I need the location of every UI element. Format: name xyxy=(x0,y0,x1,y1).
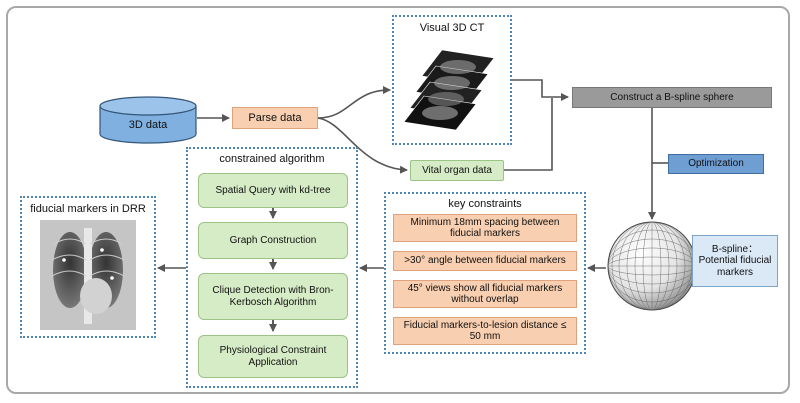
node-bspline-potential-markers: B-spline： Potential fiducial markers xyxy=(692,235,778,287)
ct-panel-title: Visual 3D CT xyxy=(419,22,485,34)
arrow-parse-to-ct xyxy=(317,86,391,119)
arrow-parse-to-vital xyxy=(317,117,408,174)
constraint-item: Minimum 18mm spacing between fiducial ma… xyxy=(393,214,577,242)
constraint-item: 45° views show all fiducial markers with… xyxy=(393,280,577,308)
node-vital-organ-data: Vital organ data xyxy=(410,160,504,181)
chest-xray-icon xyxy=(40,220,136,330)
constrained-algorithm-title: constrained algorithm xyxy=(219,153,325,165)
algorithm-step: Graph Construction xyxy=(198,222,348,259)
constraint-item: Fiducial markers-to-lesion distance ≤ 50… xyxy=(393,317,577,345)
line-vital-to-sphere xyxy=(503,98,553,171)
algorithm-step: Physiological Constraint Application xyxy=(198,335,348,378)
node-parse-data: Parse data xyxy=(232,107,318,129)
drr-panel-title: fiducial markers in DRR xyxy=(30,203,146,215)
constrained-algorithm-panel xyxy=(186,147,358,388)
node-optimization: Optimization xyxy=(668,154,764,174)
diagram-frame xyxy=(6,6,790,394)
drr-panel xyxy=(20,196,156,338)
algorithm-step: Spatial Query with kd-tree xyxy=(198,173,348,208)
wireframe-sphere-icon xyxy=(606,220,698,312)
node-construct-bspline-sphere: Construct a B-spline sphere xyxy=(572,87,772,108)
ct-panel xyxy=(392,15,512,145)
database-cylinder-icon xyxy=(98,96,198,144)
constraint-item: >30° angle between fiducial markers xyxy=(393,251,577,271)
ct-slices-icon xyxy=(400,40,500,140)
algorithm-step: Clique Detection with Bron-Kerbosch Algo… xyxy=(198,273,348,320)
node-3d-data: 3D data xyxy=(128,118,168,131)
key-constraints-title: key constraints xyxy=(448,198,522,210)
line-ct-to-sphere xyxy=(510,79,569,101)
key-constraints-panel xyxy=(384,192,586,354)
